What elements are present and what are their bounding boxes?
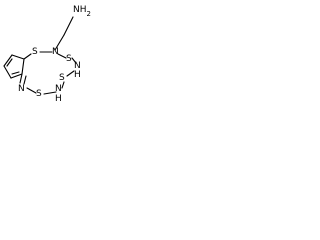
atom-s-top-right: S (66, 54, 72, 64)
bond-stopright-nh (71, 57, 77, 64)
atom-s-bottom: S (36, 89, 42, 99)
atom-n-top: N (52, 47, 59, 57)
bond-ch2-nh2 (63, 16, 74, 36)
atom-nh-right-h: H (74, 70, 81, 80)
bond-nbottomleft-c-double-b (23, 75, 27, 85)
atom-nh2: NH2 (73, 5, 91, 18)
bond-smiddle-nhlower (61, 81, 65, 89)
bond-ring-right (21, 58, 25, 75)
bond-nhlower-sbottom (43, 91, 57, 95)
bond-nbottomleft-c-double-a (19, 73, 23, 84)
bond-ringtop-sleft (23, 53, 32, 60)
bond-ring-bottom-double (11, 71, 20, 75)
bond-ring-top (11, 54, 25, 60)
bond-ring-upper-left (3, 54, 13, 67)
atom-nh-lower: N (55, 84, 62, 94)
bond-sbottom-nbottomleft (26, 87, 37, 94)
molecule-structure-diagram: NH2 N S S N H S N H S N (3, 5, 91, 104)
atom-s-middle-right: S (59, 73, 65, 83)
bond-ring-lower-left (3, 65, 12, 79)
bond-n-ch2 (54, 34, 65, 51)
bond-ring-upper-left-double (6, 58, 13, 67)
bond-n-stopright (57, 53, 67, 59)
bonds (3, 16, 77, 95)
bond-nh-smiddle (66, 70, 75, 77)
atom-s-left: S (32, 47, 38, 57)
atom-nh-lower-h: H (55, 94, 62, 104)
atom-n-bottom-left: N (18, 84, 25, 94)
bond-ring-bottom (10, 73, 23, 79)
atom-labels: NH2 N S S N H S N H S N (18, 5, 91, 104)
atom-nh-right: N (74, 61, 81, 71)
